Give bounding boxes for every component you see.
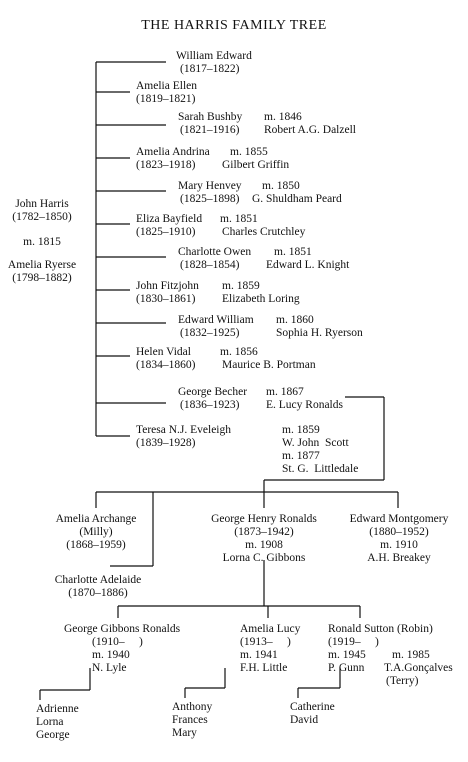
child-dates: (1839–1928) xyxy=(136,437,196,449)
spouse-line: m. 1877 xyxy=(282,450,320,462)
child-dates: (1828–1854) xyxy=(180,259,240,271)
gen3-person-line: Lorna C. Gibbons xyxy=(222,552,306,564)
child-name: Eliza Bayfield xyxy=(136,213,203,225)
gen5-person-line: George xyxy=(36,729,70,741)
child-dates: (1825–1910) xyxy=(136,226,196,238)
spouse-line: m. 1855 xyxy=(230,146,268,158)
parents-marriage: m. 1815 xyxy=(23,236,61,248)
spouse-line: m. 1851 xyxy=(274,246,312,258)
child-name: John Fitzjohn xyxy=(136,280,199,292)
child-dates: (1834–1860) xyxy=(136,359,196,371)
gen4-person-line: m. 1985 xyxy=(392,649,430,661)
gen4-person-line: George Gibbons Ronalds xyxy=(64,623,181,635)
gen3-person-line: (1868–1959) xyxy=(66,539,126,551)
spouse-line: m. 1859 xyxy=(282,424,320,436)
gen4-person-line: m. 1940 xyxy=(92,649,130,661)
child-name: Amelia Andrina xyxy=(136,146,210,158)
spouse-line: Gilbert Griffin xyxy=(222,159,290,171)
spouse-line: Elizabeth Loring xyxy=(222,293,300,305)
gen4-person-line: (1910– ) xyxy=(92,636,143,648)
mother-dates: (1798–1882) xyxy=(12,272,72,284)
child-dates: (1817–1822) xyxy=(180,63,240,75)
gen5-person-line: David xyxy=(290,714,319,726)
gen5-person-line: Anthony xyxy=(172,701,213,713)
spouse-line: m. 1850 xyxy=(262,180,300,192)
spouse-line: W. John Scott xyxy=(282,437,349,449)
child-name: Charlotte Owen xyxy=(178,246,252,258)
gen3-person-line: m. 1908 xyxy=(245,539,283,551)
spouse-line: m. 1851 xyxy=(220,213,258,225)
spouse-line: Maurice B. Portman xyxy=(222,359,316,371)
father-dates: (1782–1850) xyxy=(12,211,72,223)
gen3-person-line: Charlotte Adelaide xyxy=(54,574,142,586)
gen3-person-line: (1873–1942) xyxy=(234,526,294,538)
gen3-person-line: (1880–1952) xyxy=(369,526,429,538)
gen4-person-line: Ronald Sutton (Robin) xyxy=(328,623,433,635)
gen4-person-line: Amelia Lucy xyxy=(240,623,301,635)
child-name: Teresa N.J. Eveleigh xyxy=(136,424,231,436)
gen5-person-line: Catherine xyxy=(290,701,335,713)
spouse-line: m. 1856 xyxy=(220,346,258,358)
gen3-person-line: (1870–1886) xyxy=(68,587,128,599)
gen5-person-line: Frances xyxy=(172,714,208,726)
child-name: William Edward xyxy=(176,50,252,62)
gen3-person-line: (Milly) xyxy=(79,526,113,538)
spouse-line: m. 1860 xyxy=(276,314,314,326)
child-name: George Becher xyxy=(178,386,248,398)
child-name: Amelia Ellen xyxy=(136,80,197,92)
page-title: THE HARRIS FAMILY TREE xyxy=(141,18,327,33)
spouse-line: Sophia H. Ryerson xyxy=(276,327,363,339)
gen3-person-line: Edward Montgomery xyxy=(349,513,449,525)
child-name: Sarah Bushby xyxy=(178,111,243,123)
gen4-person-line: m. 1945 xyxy=(328,649,366,661)
spouse-line: Charles Crutchley xyxy=(222,226,306,238)
gen5-person-line: Mary xyxy=(172,727,197,739)
gen3-person-line: A.H. Breakey xyxy=(367,552,431,564)
gen5-person-line: Adrienne xyxy=(36,703,79,715)
gen4-person-line: (1919– ) xyxy=(328,636,379,648)
gen4-person-line: m. 1941 xyxy=(240,649,278,661)
child-dates: (1823–1918) xyxy=(136,159,196,171)
spouse-line: Edward L. Knight xyxy=(266,259,350,271)
spouse-line: Robert A.G. Dalzell xyxy=(264,124,356,136)
child-dates: (1830–1861) xyxy=(136,293,196,305)
child-dates: (1819–1821) xyxy=(136,93,196,105)
spouse-line: m. 1867 xyxy=(266,386,304,398)
child-name: Edward William xyxy=(178,314,254,326)
gen5-person-line: Lorna xyxy=(36,716,64,728)
gen4-person-line: (1913– ) xyxy=(240,636,291,648)
spouse-line: E. Lucy Ronalds xyxy=(266,399,343,411)
child-dates: (1832–1925) xyxy=(180,327,240,339)
gen4-person-line: F.H. Little xyxy=(240,662,288,674)
gen4-person-line: T.A.Gonçalves xyxy=(384,662,453,674)
gen4-person-line: (Terry) xyxy=(386,675,419,687)
child-name: Helen Vidal xyxy=(136,346,191,358)
child-dates: (1825–1898) xyxy=(180,193,240,205)
child-name: Mary Henvey xyxy=(178,180,242,192)
spouse-line: G. Shuldham Peard xyxy=(252,193,342,205)
spouse-line: St. G. Littledale xyxy=(282,463,359,475)
spouse-line: m. 1846 xyxy=(264,111,302,123)
gen3-person-line: Amelia Archange xyxy=(55,513,137,525)
gen4-person-line: P. Gunn xyxy=(328,662,365,674)
gen4-person-line: N. Lyle xyxy=(92,662,127,674)
mother-name: Amelia Ryerse xyxy=(7,259,77,271)
child-dates: (1821–1916) xyxy=(180,124,240,136)
gen3-person-line: George Henry Ronalds xyxy=(211,513,317,525)
gen3-person-line: m. 1910 xyxy=(380,539,418,551)
child-dates: (1836–1923) xyxy=(180,399,240,411)
spouse-line: m. 1859 xyxy=(222,280,260,292)
father-name: John Harris xyxy=(15,198,69,210)
